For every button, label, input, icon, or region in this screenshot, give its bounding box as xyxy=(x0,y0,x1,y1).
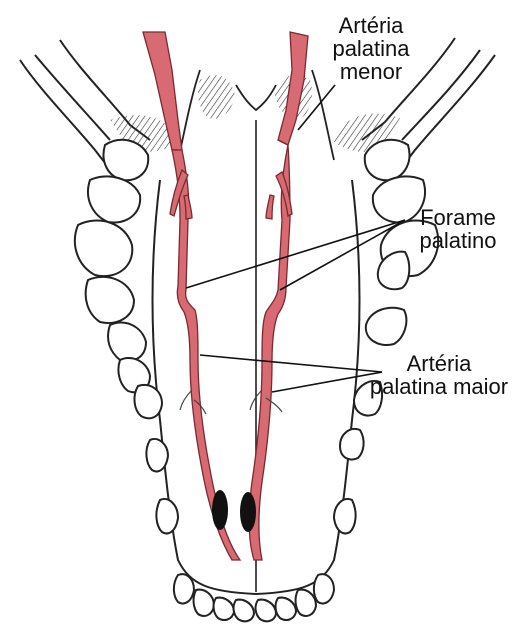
right-foramen xyxy=(240,492,256,532)
left-foramen xyxy=(212,490,228,530)
label-arteria-palatina-menor: Artéria palatina menor xyxy=(312,14,430,83)
label-line: Artéria xyxy=(368,352,510,375)
label-line: palatina xyxy=(312,37,430,60)
hatched-shading xyxy=(110,75,400,152)
label-forame-palatino: Forame palatino xyxy=(404,206,512,252)
label-line: palatino xyxy=(404,229,512,252)
label-line: Artéria xyxy=(312,14,430,37)
label-line: Forame xyxy=(404,206,512,229)
label-arteria-palatina-maior: Artéria palatina maior xyxy=(368,352,510,398)
left-teeth xyxy=(75,140,162,418)
incisive-foramina xyxy=(212,490,256,532)
label-line: palatina maior xyxy=(368,375,510,398)
right-teeth xyxy=(340,140,438,460)
label-line: menor xyxy=(312,60,430,83)
